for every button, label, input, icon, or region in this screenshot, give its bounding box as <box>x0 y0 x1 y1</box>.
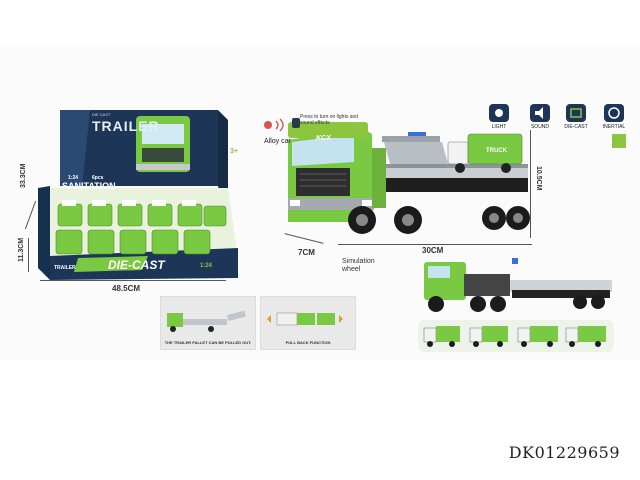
sound-icon <box>530 104 550 122</box>
feature-label-sound: SOUND <box>530 124 550 130</box>
color-swatch <box>612 134 626 148</box>
dim-line-truck-length <box>338 244 532 245</box>
dim-box-height: 11.3CM <box>18 237 25 262</box>
cab-logo: KCX <box>316 135 331 142</box>
box-scale-bottom: 1:24 <box>200 263 213 269</box>
simulation-wheel-callout: Simulation wheel <box>342 258 375 273</box>
panel-caption-pallet: THE TRAILER PALLET CAN BE PULLED OUT. <box>164 340 252 345</box>
feature-label-light: LIGHT <box>491 124 507 130</box>
side-truck <box>424 258 612 312</box>
inertial-icon <box>604 104 624 122</box>
alloy-car-callout: Alloy car <box>264 138 291 145</box>
box-mini-trucks <box>55 200 227 255</box>
feature-label-die-cast: DIE-CAST <box>564 124 588 130</box>
box-title: TRAILER <box>92 118 160 134</box>
box-scale: 1:24 <box>68 175 79 181</box>
hand-press-icon <box>292 118 300 128</box>
die-cast-icon <box>566 104 586 122</box>
dim-box-width: 48.5CM <box>112 284 141 293</box>
feature-label-inertial: INERTIAL <box>602 124 626 130</box>
main-truck <box>288 122 530 234</box>
sku-code: DK01229659 <box>508 443 620 462</box>
dim-line-truck-height <box>530 130 531 238</box>
dim-box-depth: 33.3CM <box>20 163 27 188</box>
tank-label: TRUCK <box>486 148 507 154</box>
box-age: 3+ <box>230 148 238 155</box>
dim-truck-length: 30CM <box>422 246 444 255</box>
light-icon <box>489 104 509 122</box>
dim-wheel-width: 7CM <box>298 248 315 257</box>
mini-vehicles <box>423 326 606 347</box>
box-count: 6pcs <box>92 175 104 181</box>
box-diecast-label: DIE-CAST <box>108 258 165 272</box>
sound-light-icon <box>264 118 284 132</box>
dim-truck-height: 10.5CM <box>535 166 542 191</box>
box-series: SANITATION <box>62 181 116 191</box>
box-brand-bottom: TRAILER <box>54 265 76 271</box>
feature-panel-pallet: THE TRAILER PALLET CAN BE PULLED OUT. <box>160 296 256 350</box>
dim-line-width <box>40 280 226 281</box>
lights-note: Press to turn on lights and sound effect… <box>300 114 359 126</box>
feature-panel-pullback: PULL BACK FUNCTION <box>260 296 356 350</box>
dim-line-height <box>28 238 29 272</box>
panel-caption-pullback: PULL BACK FUNCTION <box>285 340 331 345</box>
box-sub: DIE CAST <box>92 112 111 117</box>
